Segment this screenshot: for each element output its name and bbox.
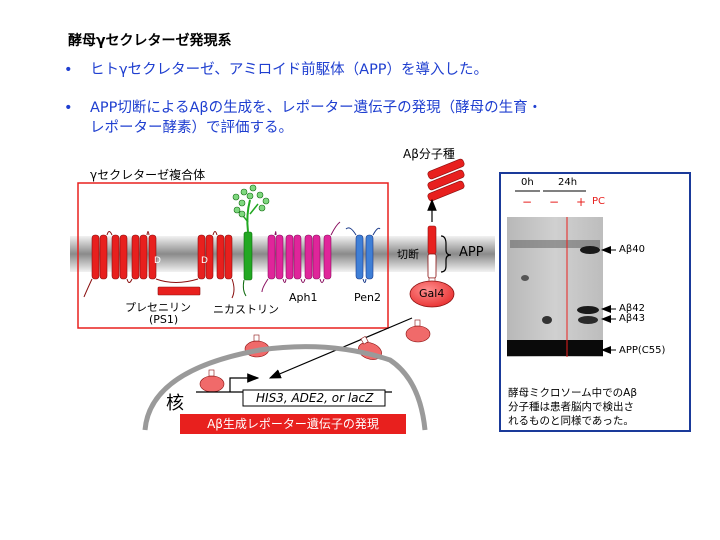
reporter-genes-label: HIS3, ADE2, or lacZ — [256, 391, 374, 405]
bullet-1: • ヒトγセクレターゼ、アミロイド前駆体（APP）を導入した。 — [64, 60, 488, 80]
gal4-label: Gal4 — [419, 287, 445, 300]
time-24h: 24h — [558, 177, 578, 188]
bullet-mark: • — [64, 62, 73, 78]
presenilin-loops — [83, 231, 235, 299]
abeta-cluster — [427, 158, 465, 202]
aph1-helices — [267, 234, 332, 280]
bullet-2-text-line1: APP切断によるAβの生成を、レポーター遺伝子の発現（酵母の生育・ — [90, 100, 543, 116]
presenilin-helices — [91, 234, 233, 296]
app-brace — [440, 235, 452, 273]
pen2-loops — [345, 227, 381, 283]
aph1-label: Aph1 — [289, 291, 318, 304]
band-app-c55: APP(C55) — [619, 345, 666, 356]
nicastrin — [232, 184, 270, 297]
band-arrows — [601, 246, 616, 354]
bullet-mark: • — [64, 100, 73, 116]
band-abeta42: Aβ42 — [619, 303, 645, 314]
caption-line-3: れるものと同様であった。 — [508, 415, 634, 427]
bullet-2: • APP切断によるAβの生成を、レポーター遺伝子の発現（酵母の生育・ レポーター… — [64, 98, 542, 138]
caption-line-1: 酵母ミクロソーム中でのAβ — [508, 387, 638, 399]
nicastrin-label: ニカストリン — [213, 303, 279, 316]
domain-d1: D — [154, 256, 161, 266]
reporter-expression-label: Aβ生成レポーター遺伝子の発現 — [180, 414, 406, 434]
pen2-label: Pen2 — [354, 291, 381, 304]
caption-line-2: 分子種は患者脳内で検出さ — [508, 401, 634, 413]
abeta-species-label: Aβ分子種 — [403, 147, 455, 161]
slide-title: 酵母γセクレターゼ発現系 — [68, 33, 232, 49]
app-label: APP — [459, 245, 484, 260]
bullet-2-text-line2: レポーター酵素）で評価する。 — [90, 120, 293, 136]
lane-mark-2: − — [549, 195, 560, 209]
western-blot — [507, 217, 603, 357]
band-abeta43: Aβ43 — [619, 313, 645, 324]
band-abeta40: Aβ40 — [619, 244, 645, 255]
complex-label: γセクレターゼ複合体 — [90, 168, 206, 182]
domain-d2: D — [201, 256, 208, 266]
presenilin-label: プレセニリン — [125, 301, 191, 314]
blot-panel — [499, 172, 691, 432]
aph1-loops — [261, 221, 341, 293]
lane-mark-1: − — [522, 195, 533, 209]
nucleus-membrane — [142, 344, 428, 431]
time-0h: 0h — [521, 177, 534, 188]
cleavage-label: 切断 — [397, 248, 419, 261]
nucleus-label: 核 — [166, 393, 184, 414]
pen2-helices — [355, 234, 374, 280]
blot-caption: 酵母ミクロソーム中でのAβ 分子種は患者脳内で検出さ れるものと同様であった。 — [508, 386, 637, 428]
released-gal4 — [199, 319, 431, 393]
complex-box — [77, 182, 389, 329]
app-protein — [427, 225, 452, 279]
pc-label: PC — [592, 196, 606, 207]
ps1-label: (PS1) — [149, 313, 179, 326]
reporter-gene — [196, 373, 392, 407]
gal4 — [409, 277, 455, 308]
bullet-1-text: ヒトγセクレターゼ、アミロイド前駆体（APP）を導入した。 — [90, 62, 489, 78]
lane-mark-3: + — [576, 195, 587, 209]
